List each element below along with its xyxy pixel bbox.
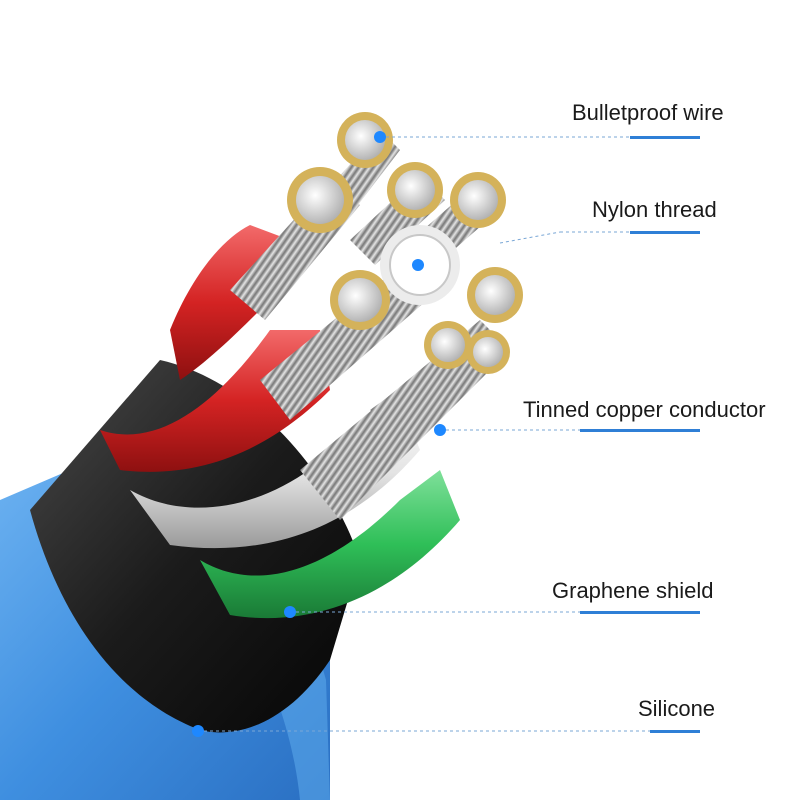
underline-silicone [650,730,700,733]
marker-tinned-copper [434,424,446,436]
underline-tinned-copper-conductor [580,429,700,432]
label-silicone: Silicone [638,696,716,721]
strand-cap [287,167,353,233]
label-nylon-thread: Nylon thread [592,197,717,222]
underline-graphene-shield [580,611,700,614]
marker-silicone [192,725,204,737]
marker-nylon-thread [412,259,424,271]
underline-bulletproof-wire [630,136,700,139]
strand-cap [466,330,510,374]
underline-nylon-thread [630,231,700,234]
strand-cap [330,270,390,330]
label-tinned-copper-conductor: Tinned copper conductor [523,397,766,422]
marker-graphene-shield [284,606,296,618]
strand-cap [450,172,506,228]
label-graphene-shield: Graphene shield [552,578,714,603]
conductor-end-caps [287,112,523,374]
leader-nylon-thread [499,231,561,244]
strand-cap [387,162,443,218]
strand-cap [467,267,523,323]
label-bulletproof-wire: Bulletproof wire [572,100,724,125]
callout-leaders [192,131,650,737]
strand-cap [424,321,472,369]
strand-cap [337,112,393,168]
marker-bulletproof-wire [374,131,386,143]
